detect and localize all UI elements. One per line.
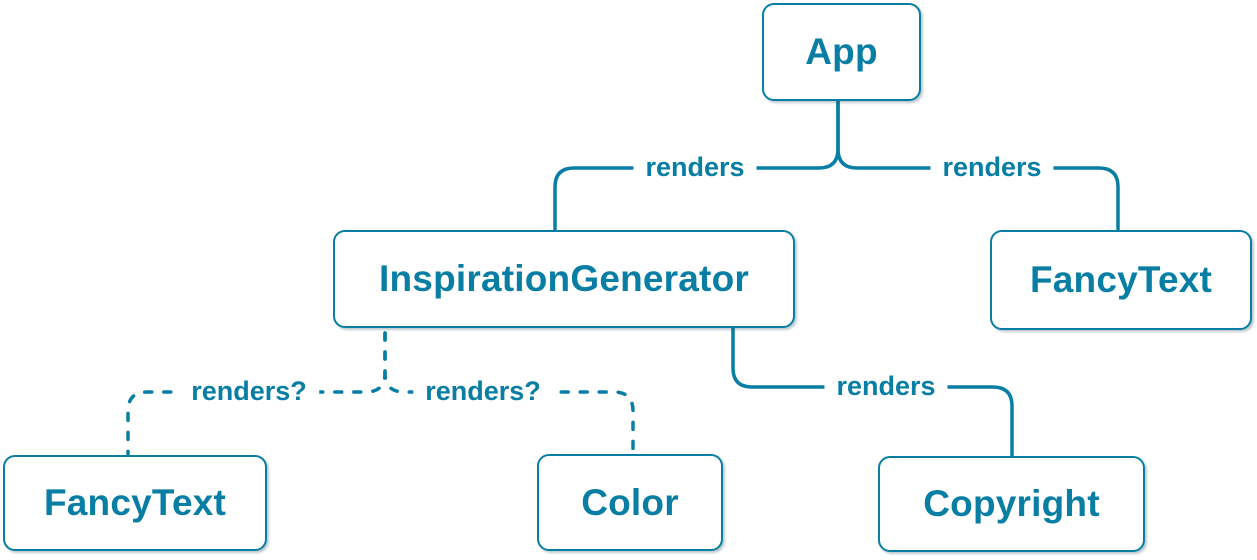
node-color-label: Color (581, 481, 679, 523)
node-app: App (762, 3, 921, 101)
node-inspiration-generator-label: InspirationGenerator (379, 258, 749, 299)
node-fancy-text-bottom-label: FancyText (43, 482, 227, 523)
node-fancy-text-bottom: FancyText (3, 455, 267, 551)
node-copyright-label: Copyright (923, 483, 1100, 524)
node-app-label: App (805, 31, 878, 72)
edge-label-app-fancytext: renders (930, 152, 1054, 183)
node-copyright: Copyright (878, 456, 1145, 552)
edge-label-inspirationgenerator-copyright: renders (824, 371, 948, 402)
edge-label-inspirationgenerator-color: renders? (413, 376, 553, 407)
node-fancy-text-top-label: FancyText (1029, 259, 1213, 300)
edge-label-inspirationgenerator-fancytext: renders? (179, 376, 319, 407)
node-inspiration-generator: InspirationGenerator (333, 230, 795, 328)
edge-inspirationgenerator-to-fancytext-conditional (126, 331, 387, 456)
node-fancy-text-top: FancyText (990, 230, 1252, 330)
edge-label-app-inspirationgenerator: renders (633, 152, 757, 183)
node-color: Color (537, 454, 723, 551)
